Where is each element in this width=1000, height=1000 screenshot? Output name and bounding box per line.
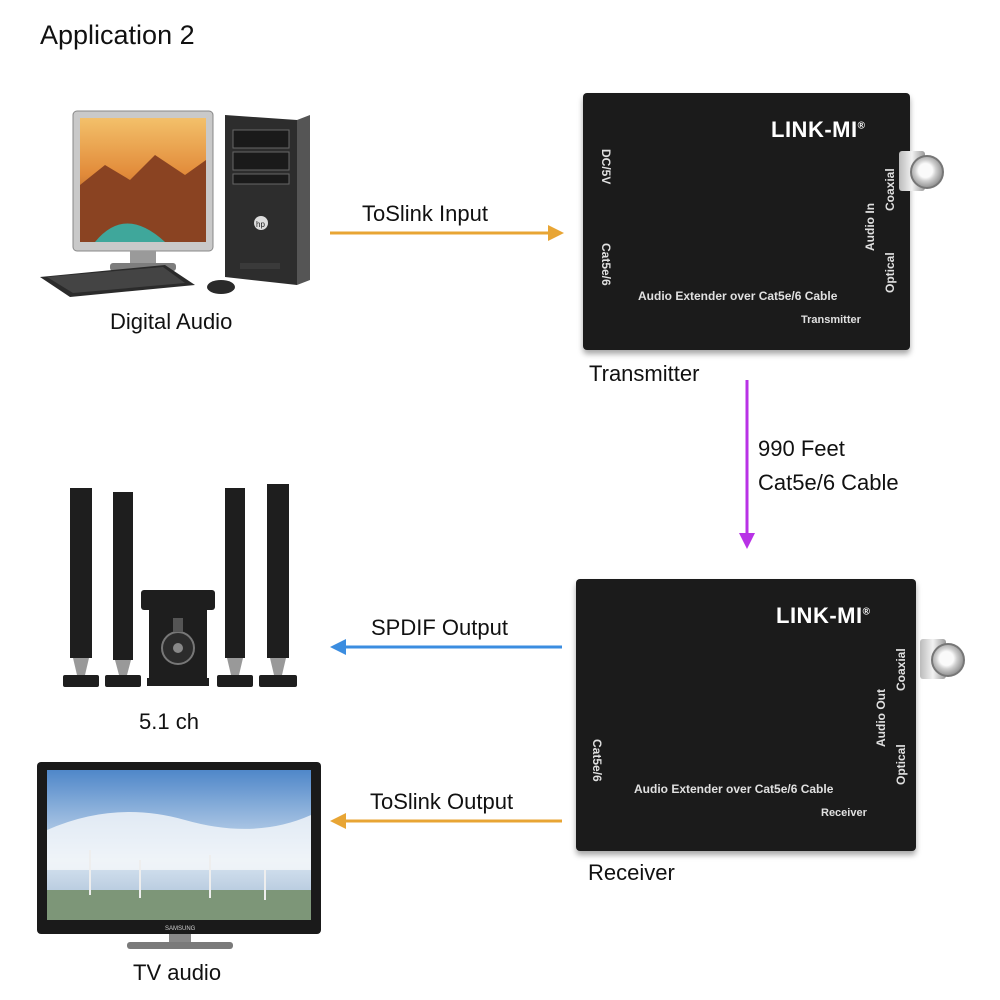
- receiver-product-label: Audio Extender over Cat5e/6 Cable: [634, 782, 834, 796]
- transmitter-dc-label: DC/5V: [599, 149, 613, 185]
- toslink-output-arrow: [330, 813, 562, 829]
- tv-audio-label: TV audio: [133, 960, 222, 985]
- transmitter-unit-label: Transmitter: [801, 314, 861, 326]
- receiver-device: LINK-MI® Cat5e/6 Coaxial Optical Audio O…: [576, 579, 965, 851]
- toslink-input-label: ToSlink Input: [362, 201, 488, 226]
- transmitter-device: LINK-MI® DC/5V Cat5e/6 Coaxial Optical A…: [583, 93, 944, 350]
- transmitter-brand: LINK-MI®: [771, 117, 866, 142]
- receiver-coaxial-jack: [931, 643, 965, 677]
- receiver-unit-label: Receiver: [821, 807, 867, 819]
- pc-brand: hp: [256, 220, 265, 229]
- transmitter-optical-label: Optical: [883, 252, 897, 293]
- tv-illustration: SAMSUNG: [37, 762, 321, 949]
- transmitter-label: Transmitter: [589, 361, 700, 386]
- transmitter-audio-in-label: Audio In: [863, 203, 877, 251]
- receiver-coaxial-label: Coaxial: [894, 648, 908, 691]
- receiver-label: Receiver: [588, 860, 675, 885]
- transmitter-coaxial-label: Coaxial: [883, 168, 897, 211]
- toslink-output-label: ToSlink Output: [370, 789, 514, 814]
- receiver-audio-out-label: Audio Out: [874, 689, 888, 747]
- receiver-cat-label: Cat5e/6: [590, 739, 604, 782]
- tv-brand: SAMSUNG: [165, 926, 196, 932]
- cable-type-label: Cat5e/6 Cable: [758, 470, 899, 495]
- cable-arrow: [739, 380, 755, 549]
- computer-illustration: hp: [40, 110, 310, 297]
- receiver-brand: LINK-MI®: [776, 603, 871, 628]
- speakers-label: 5.1 ch: [139, 709, 199, 734]
- toslink-input-arrow: [330, 225, 564, 241]
- spdif-output-arrow: [330, 639, 562, 655]
- transmitter-product-label: Audio Extender over Cat5e/6 Cable: [638, 289, 838, 303]
- receiver-optical-label: Optical: [894, 744, 908, 785]
- digital-audio-label: Digital Audio: [110, 309, 233, 334]
- speakers-illustration: [63, 484, 297, 687]
- transmitter-coaxial-jack: [910, 155, 944, 189]
- transmitter-cat-label: Cat5e/6: [599, 243, 613, 286]
- spdif-output-label: SPDIF Output: [371, 615, 508, 640]
- page-title: Application 2: [40, 20, 195, 50]
- cable-distance-label: 990 Feet: [758, 436, 845, 461]
